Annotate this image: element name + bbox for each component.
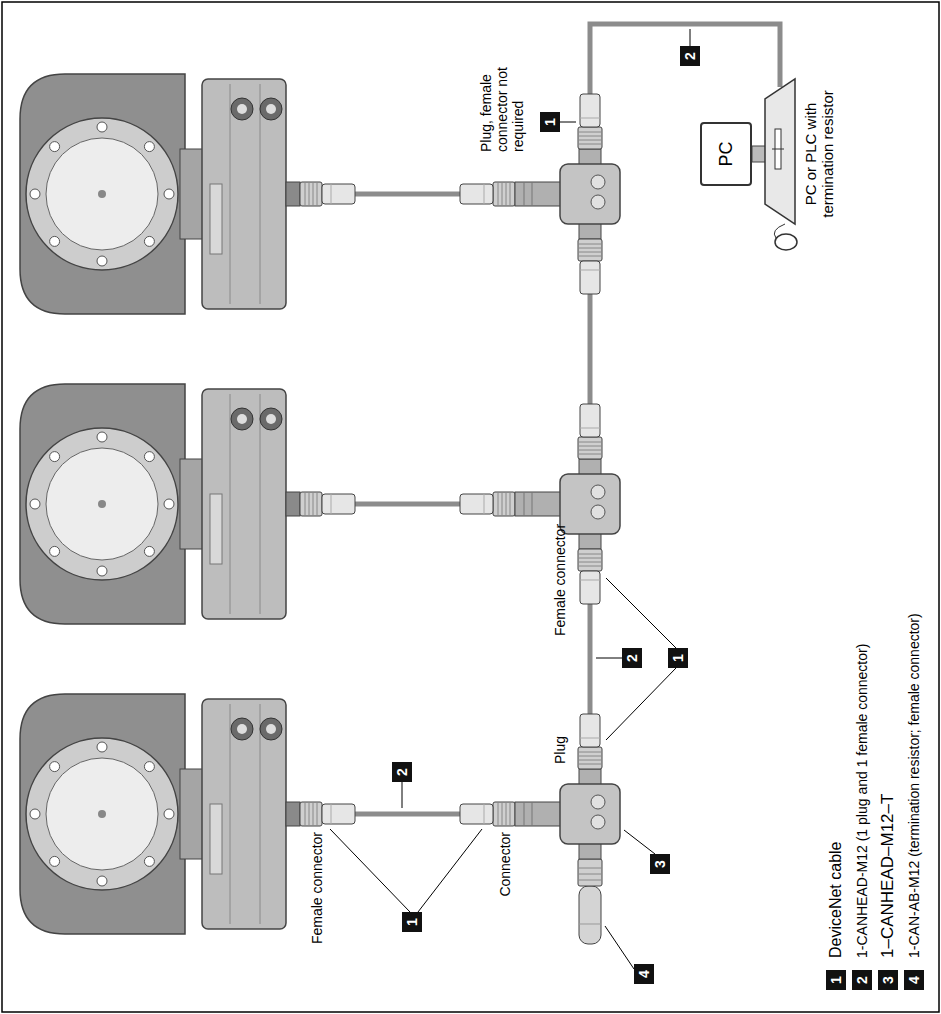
- callout-number: 2: [680, 46, 700, 66]
- pc-monitor: PCPC or PLC with termination resistor: [700, 122, 752, 186]
- legend-text: 1–CANHEAD–M12–T: [878, 794, 898, 958]
- callout-number: 1: [826, 970, 846, 990]
- legend-text: DeviceNet cable: [826, 842, 846, 959]
- part-label: Female connector: [309, 832, 325, 944]
- callout-number: 3: [878, 970, 898, 990]
- callout-number: 1: [402, 912, 422, 932]
- part-label: Connector: [497, 832, 513, 897]
- part-label: Plug: [552, 736, 568, 764]
- part-label: Plug, female connector not required: [478, 22, 526, 152]
- part-label: Female connector: [552, 524, 568, 636]
- callout-number: 3: [650, 854, 670, 874]
- legend-text: 1-CANHEAD-M12 (1 plug and 1 female conne…: [852, 644, 872, 958]
- callout-number: 4: [904, 970, 924, 990]
- callout-number: 4: [634, 964, 654, 984]
- legend-text: 1-CAN-AB-M12 (termination resistor; fema…: [904, 613, 924, 958]
- node-caption: PC or PLC with termination resistor: [802, 64, 836, 244]
- callout-number: 1: [668, 648, 688, 668]
- callout-number: 1: [540, 112, 560, 132]
- callout-number: 2: [852, 970, 872, 990]
- callout-number: 2: [392, 762, 412, 782]
- node-title: PC: [715, 124, 737, 184]
- callout-number: 2: [622, 648, 642, 668]
